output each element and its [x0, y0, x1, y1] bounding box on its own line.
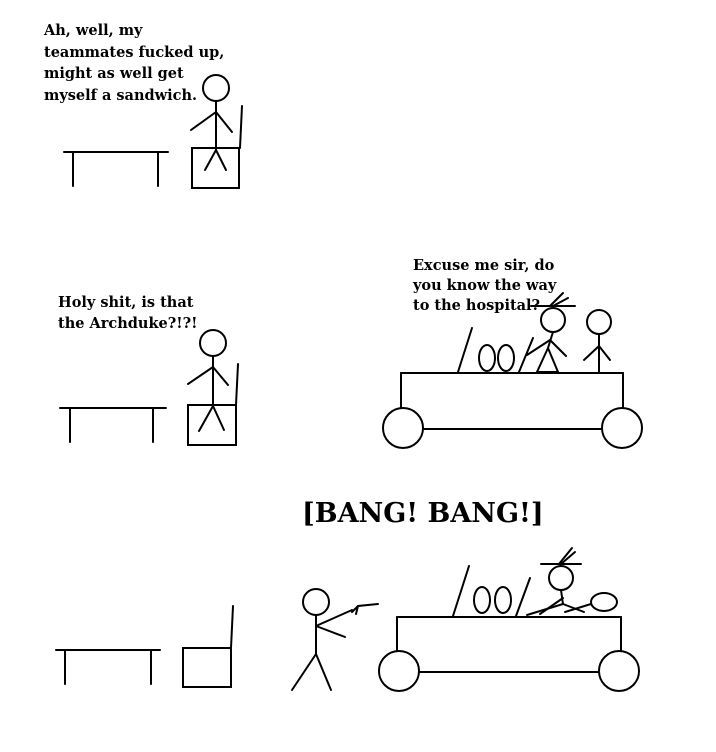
table-2 — [59, 407, 167, 443]
gavrilo-sitting-1 — [190, 74, 233, 171]
bang-sound-effect: [BANG! BANG!] — [302, 498, 544, 529]
table-3 — [55, 649, 161, 685]
pistol-icon — [351, 603, 379, 615]
archduke-slumped-3 — [526, 547, 585, 616]
car-2 — [382, 327, 643, 449]
speech-archduke-spotted: Holy shit, is that the Archduke?!?! — [58, 294, 198, 332]
gavrilo-rising-2 — [187, 329, 229, 432]
chair-3 — [182, 605, 234, 688]
car-3 — [378, 565, 640, 692]
speech-hospital-question: Excuse me sir, do you know the way to th… — [413, 257, 557, 314]
gavrilo-shooting-3 — [291, 588, 353, 691]
archduke-2 — [526, 292, 576, 373]
table-1 — [63, 151, 169, 187]
duchess-slumped-3 — [564, 592, 618, 613]
duchess-2 — [583, 309, 612, 373]
speech-sandwich: Ah, well, my teammates fucked up, might … — [44, 22, 225, 104]
